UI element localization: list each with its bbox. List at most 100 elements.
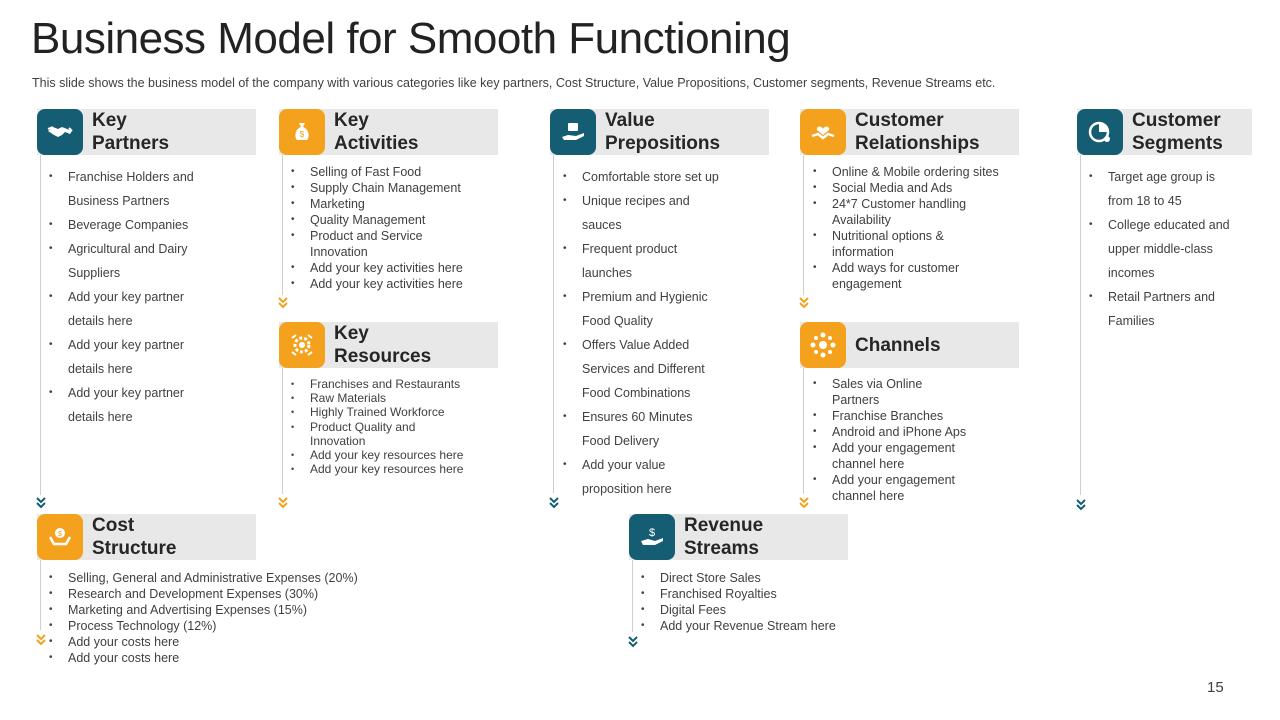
list-item: Franchises and Restaurants (289, 377, 484, 391)
page-number: 15 (1207, 679, 1224, 696)
handshake-icon (37, 109, 83, 155)
customer-segments-list: Target age group is from 18 to 45 Colleg… (1087, 165, 1247, 333)
network-icon (800, 322, 846, 368)
list-item: Quality Management (289, 212, 479, 228)
cost-structure-list: Selling, General and Administrative Expe… (47, 570, 407, 666)
key-activities-header: $ Key Activities (279, 109, 498, 155)
list-item: Add your value proposition here (561, 453, 702, 501)
list-item: Add your costs here (47, 650, 407, 666)
list-item: Add your key activities here (289, 276, 479, 292)
channels-title: Channels (855, 334, 941, 356)
chevron-down-icon (1076, 499, 1086, 511)
list-item: Selling of Fast Food (289, 164, 479, 180)
customer-segments-rail (1080, 155, 1081, 495)
list-item: Raw Materials (289, 391, 484, 405)
list-item: Highly Trained Workforce (289, 405, 484, 419)
channels-rail (803, 368, 804, 494)
slide-subtitle: This slide shows the business model of t… (32, 76, 996, 90)
list-item: Add your key resources here (289, 462, 484, 476)
list-item: Premium and Hygienic Food Quality (561, 285, 732, 333)
svg-text:$: $ (649, 527, 655, 539)
list-item: Online & Mobile ordering sites (811, 164, 1021, 180)
list-item: Supply Chain Management (289, 180, 479, 196)
key-activities-list: Selling of Fast Food Supply Chain Manage… (289, 164, 479, 292)
list-item: Add your Revenue Stream here (639, 618, 879, 634)
list-item: Franchised Royalties (639, 586, 879, 602)
list-item: Marketing (289, 196, 479, 212)
list-item: Selling, General and Administrative Expe… (47, 570, 407, 586)
list-item: Add your key activities here (289, 260, 479, 276)
coin-hand-icon: $ (37, 514, 83, 560)
list-item: Marketing and Advertising Expenses (15%) (47, 602, 407, 618)
slide-title: Business Model for Smooth Functioning (31, 14, 791, 63)
list-item: Add ways for customer engagement (811, 260, 992, 292)
list-item: Product and Service Innovation (289, 228, 440, 260)
list-item: Product Quality and Innovation (289, 420, 430, 448)
key-partners-title: Key Partners (92, 110, 170, 154)
list-item: 24*7 Customer handling Availability (811, 196, 992, 228)
list-item: Ensures 60 Minutes Food Delivery (561, 405, 722, 453)
list-item: Process Technology (12%) (47, 618, 407, 634)
list-item: Unique recipes and sauces (561, 189, 712, 237)
list-item: Target age group is from 18 to 45 (1087, 165, 1238, 213)
list-item: Add your costs here (47, 634, 407, 650)
list-item: Digital Fees (639, 602, 879, 618)
revenue-streams-header: $ Revenue Streams (629, 514, 848, 560)
list-item: Franchise Holders and Business Partners (47, 165, 197, 213)
value-propositions-rail (553, 155, 554, 493)
key-resources-header: Key Resources (279, 322, 498, 368)
list-item: Offers Value Added Services and Differen… (561, 333, 732, 405)
value-propositions-title: Value Prepositions (605, 110, 721, 154)
list-item: Sales via Online Partners (811, 376, 952, 408)
list-item: Research and Development Expenses (30%) (47, 586, 407, 602)
list-item: Add your key partner details here (47, 333, 197, 381)
list-item: Retail Partners and Families (1087, 285, 1238, 333)
list-item: Android and iPhone Aps (811, 424, 1011, 440)
customer-segments-title: Customer Segments (1132, 110, 1223, 154)
chevron-down-icon (799, 297, 809, 309)
customer-relationships-list: Online & Mobile ordering sites Social Me… (811, 164, 1021, 292)
list-item: Beverage Companies (47, 213, 197, 237)
key-resources-title: Key Resources (334, 323, 432, 367)
key-activities-rail (282, 155, 283, 295)
channels-list: Sales via Online Partners Franchise Bran… (811, 376, 1011, 504)
list-item: Add your engagement channel here (811, 440, 992, 472)
list-item: Comfortable store set up (561, 165, 741, 189)
money-bag-icon: $ (279, 109, 325, 155)
list-item: Direct Store Sales (639, 570, 879, 586)
key-partners-header: Key Partners (37, 109, 256, 155)
handshake-heart-icon (800, 109, 846, 155)
key-resources-list: Franchises and Restaurants Raw Materials… (289, 377, 484, 477)
customer-relationships-header: Customer Relationships (800, 109, 1019, 155)
key-partners-list: Franchise Holders and Business Partners … (47, 165, 197, 429)
list-item: Frequent product launches (561, 237, 702, 285)
segment-chart-icon (1077, 109, 1123, 155)
list-item: Franchise Branches (811, 408, 1011, 424)
cost-structure-rail (40, 560, 41, 630)
list-item: Add your engagement channel here (811, 472, 992, 504)
chevron-down-icon (278, 297, 288, 309)
revenue-streams-title: Revenue Streams (684, 515, 764, 559)
cost-structure-title: Cost Structure (92, 515, 177, 559)
revenue-streams-rail (632, 560, 633, 632)
revenue-streams-list: Direct Store Sales Franchised Royalties … (639, 570, 879, 634)
chevron-down-icon (36, 497, 46, 509)
svg-text:$: $ (300, 130, 305, 139)
chevron-down-icon (628, 636, 638, 648)
list-item: Add your key resources here (289, 448, 484, 462)
customer-relationships-title: Customer Relationships (855, 110, 980, 154)
chevron-down-icon (549, 497, 559, 509)
value-propositions-header: Value Prepositions (550, 109, 769, 155)
list-item: Nutritional options & information (811, 228, 982, 260)
list-item: Add your key partner details here (47, 381, 197, 429)
dollar-hand-icon: $ (629, 514, 675, 560)
chevron-down-icon (799, 497, 809, 509)
chevron-down-icon (278, 497, 288, 509)
key-resources-rail (282, 368, 283, 494)
customer-relationships-rail (803, 155, 804, 295)
list-item: Agricultural and Dairy Suppliers (47, 237, 197, 285)
value-hand-icon (550, 109, 596, 155)
key-partners-rail (40, 155, 41, 495)
list-item: Add your key partner details here (47, 285, 197, 333)
value-propositions-list: Comfortable store set up Unique recipes … (561, 165, 741, 501)
